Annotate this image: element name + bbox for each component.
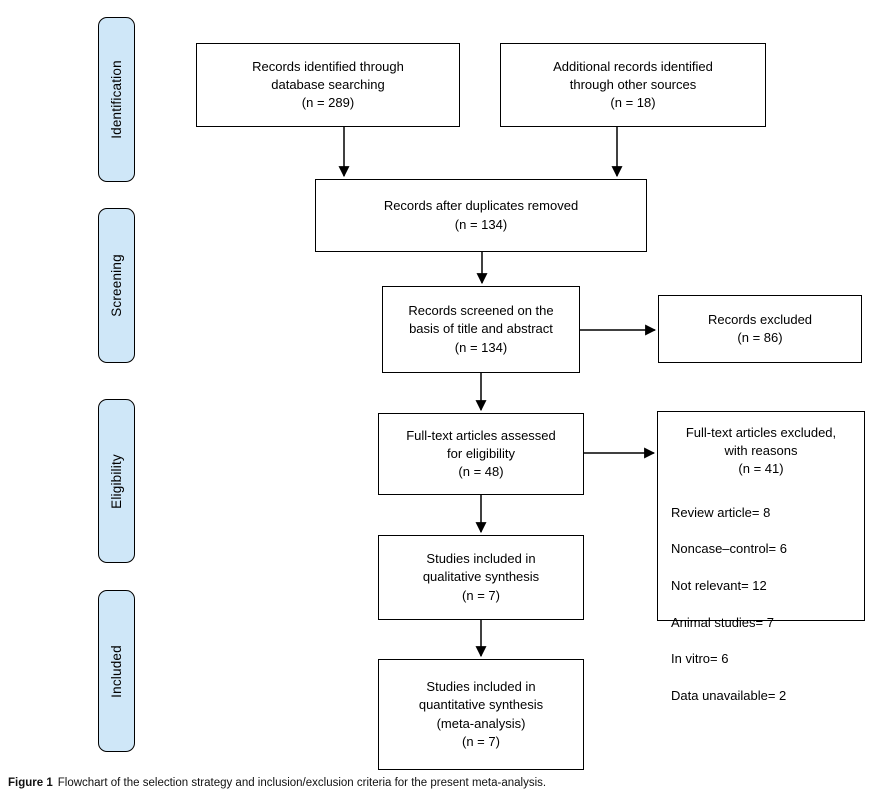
stage-eligibility-label: Eligibility	[109, 453, 124, 509]
excluded-reason: In vitro= 6	[671, 651, 729, 667]
box-records-screened: Records screened on the basis of title a…	[382, 286, 580, 373]
stage-included-label: Included	[109, 644, 125, 698]
stage-included: Included	[98, 590, 135, 752]
stage-identification-label: Identification	[109, 60, 125, 139]
box-fulltext-excluded: Full-text articles excluded, with reason…	[657, 411, 865, 703]
excluded-reason: Not relevant= 12	[671, 578, 767, 594]
figure-caption: Figure 1 Flowchart of the selection strat…	[8, 777, 546, 789]
box-duplicates-removed: Records after duplicates removed (n = 13…	[315, 179, 647, 252]
excluded-reason: Data unavailable= 2	[671, 687, 787, 703]
figure-caption-label: Figure 1	[8, 777, 53, 789]
stage-screening-label: Screening	[109, 254, 124, 317]
stage-screening: Screening	[98, 208, 135, 363]
excluded-reason: Review article= 8	[671, 504, 771, 520]
box-qualitative-synthesis: Studies included in qualitative synthesi…	[378, 535, 584, 620]
fulltext-excluded-reasons: Review article= 8 Noncase–control= 6 Not…	[658, 479, 864, 724]
fulltext-excluded-header: Full-text articles excluded, with reason…	[685, 425, 837, 477]
figure-caption-text: Flowchart of the selection strategy and …	[57, 777, 547, 789]
box-fulltext-assessed: Full-text articles assessed for eligibil…	[378, 413, 584, 495]
box-records-excluded: Records excluded (n = 86)	[658, 295, 862, 363]
box-additional-records: Additional records identified through ot…	[500, 43, 766, 127]
stage-identification: Identification	[98, 17, 135, 182]
box-quantitative-synthesis: Studies included in quantitative synthes…	[378, 659, 584, 770]
excluded-reason: Animal studies= 7	[671, 614, 774, 630]
excluded-reason: Noncase–control= 6	[671, 541, 787, 557]
stage-eligibility: Eligibility	[98, 399, 135, 563]
box-records-identified: Records identified through database sear…	[196, 43, 460, 127]
